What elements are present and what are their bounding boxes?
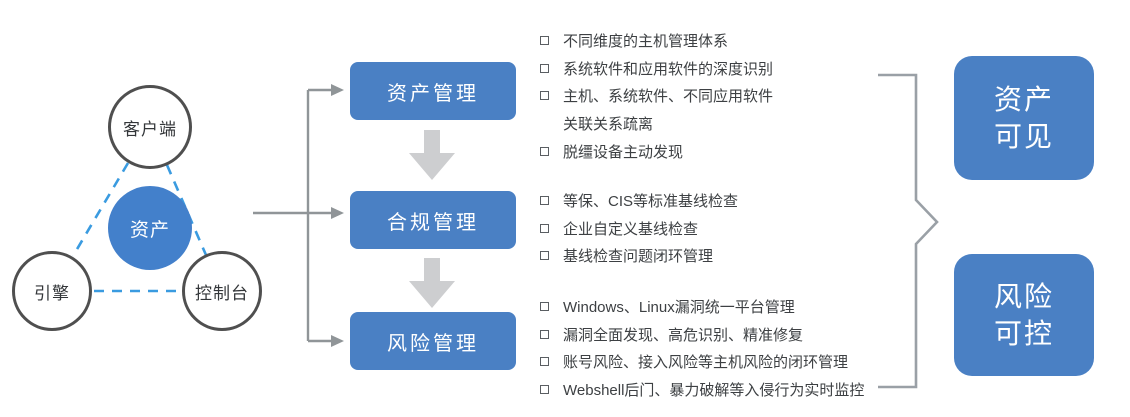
feature-text: 脱缰设备主动发现	[563, 143, 684, 161]
node-client: 客户端	[108, 85, 192, 169]
stage-box-compliance-management: 合规管理	[350, 191, 516, 249]
flow-connector	[253, 84, 344, 347]
feature-text: Windows、Linux漏洞统一平台管理	[563, 299, 795, 317]
outcome-line: 可控	[993, 318, 1054, 349]
empty-square-icon	[540, 91, 549, 101]
dashed-link-client-engine	[71, 162, 130, 257]
feature-item: 漏洞全面发现、高危识别、精准修复	[540, 321, 864, 349]
dashed-link-client-console	[165, 164, 208, 256]
empty-square-icon	[540, 63, 549, 73]
feature-item: 企业自定义基线检查	[540, 215, 738, 243]
feature-text: 关联关系疏离	[563, 116, 654, 134]
node-console: 控制台	[182, 251, 262, 331]
grouping-brace	[878, 73, 939, 389]
empty-square-icon	[540, 36, 549, 46]
node-engine: 引擎	[12, 251, 92, 331]
empty-square-icon	[540, 357, 549, 367]
feature-text: Webshell后门、暴力破解等入侵行为实时监控	[563, 382, 865, 400]
stage-box-label: 风险管理	[387, 332, 479, 355]
feature-list-risk-management: Windows、Linux漏洞统一平台管理 漏洞全面发现、高危识别、精准修复 账…	[540, 293, 864, 403]
node-client-label: 客户端	[123, 119, 177, 139]
feature-item: 基线检查问题闭环管理	[540, 242, 738, 270]
right-arrow-icon	[331, 335, 344, 347]
feature-item: 脱缰设备主动发现	[540, 137, 773, 165]
stage-box-label: 资产管理	[387, 82, 479, 105]
feature-item: Webshell后门、暴力破解等入侵行为实时监控	[540, 376, 864, 404]
feature-text: 漏洞全面发现、高危识别、精准修复	[563, 326, 804, 344]
right-arrow-icon	[331, 207, 344, 219]
empty-square-icon	[540, 251, 549, 261]
stage-box-asset-management: 资产管理	[350, 62, 516, 120]
empty-square-icon	[540, 385, 549, 395]
feature-text: 等保、CIS等标准基线检查	[563, 193, 739, 211]
empty-square-icon	[540, 196, 549, 206]
stage-box-label: 合规管理	[387, 211, 479, 234]
feature-item: 等保、CIS等标准基线检查	[540, 187, 738, 215]
node-console-label: 控制台	[195, 283, 249, 303]
outcome-line: 风险	[993, 281, 1054, 312]
feature-text: 主机、系统软件、不同应用软件	[563, 88, 774, 106]
feature-item: 账号风险、接入风险等主机风险的闭环管理	[540, 348, 864, 376]
outcome-box-asset-visible: 资产 可见	[954, 56, 1094, 180]
empty-square-icon	[540, 146, 549, 156]
feature-item: Windows、Linux漏洞统一平台管理	[540, 293, 864, 321]
feature-list-compliance-management: 等保、CIS等标准基线检查 企业自定义基线检查 基线检查问题闭环管理	[540, 187, 738, 270]
node-engine-label: 引擎	[34, 283, 70, 303]
feature-text: 基线检查问题闭环管理	[563, 248, 714, 266]
empty-square-icon	[540, 302, 549, 312]
feature-text: 系统软件和应用软件的深度识别	[563, 60, 774, 78]
empty-square-icon	[540, 223, 549, 233]
feature-text: 企业自定义基线检查	[563, 220, 699, 238]
stage-box-risk-management: 风险管理	[350, 312, 516, 370]
thick-down-arrow-icon	[409, 258, 455, 308]
outcome-line: 可见	[993, 121, 1054, 152]
feature-item: 关联关系疏离	[540, 110, 773, 138]
right-arrow-icon	[331, 84, 344, 96]
feature-item: 主机、系统软件、不同应用软件	[540, 82, 773, 110]
empty-square-icon	[540, 329, 549, 339]
thick-down-arrow-icon	[409, 130, 455, 180]
feature-item: 系统软件和应用软件的深度识别	[540, 55, 773, 83]
feature-list-asset-management: 不同维度的主机管理体系 系统软件和应用软件的深度识别 主机、系统软件、不同应用软…	[540, 27, 773, 165]
outcome-line: 资产	[993, 84, 1054, 115]
feature-text: 账号风险、接入风险等主机风险的闭环管理	[563, 354, 849, 372]
outcome-box-risk-controllable: 风险 可控	[954, 254, 1094, 376]
node-asset-core: 资产	[108, 186, 192, 270]
node-asset-core-label: 资产	[129, 219, 170, 241]
feature-text: 不同维度的主机管理体系	[563, 33, 729, 51]
feature-item: 不同维度的主机管理体系	[540, 27, 773, 55]
